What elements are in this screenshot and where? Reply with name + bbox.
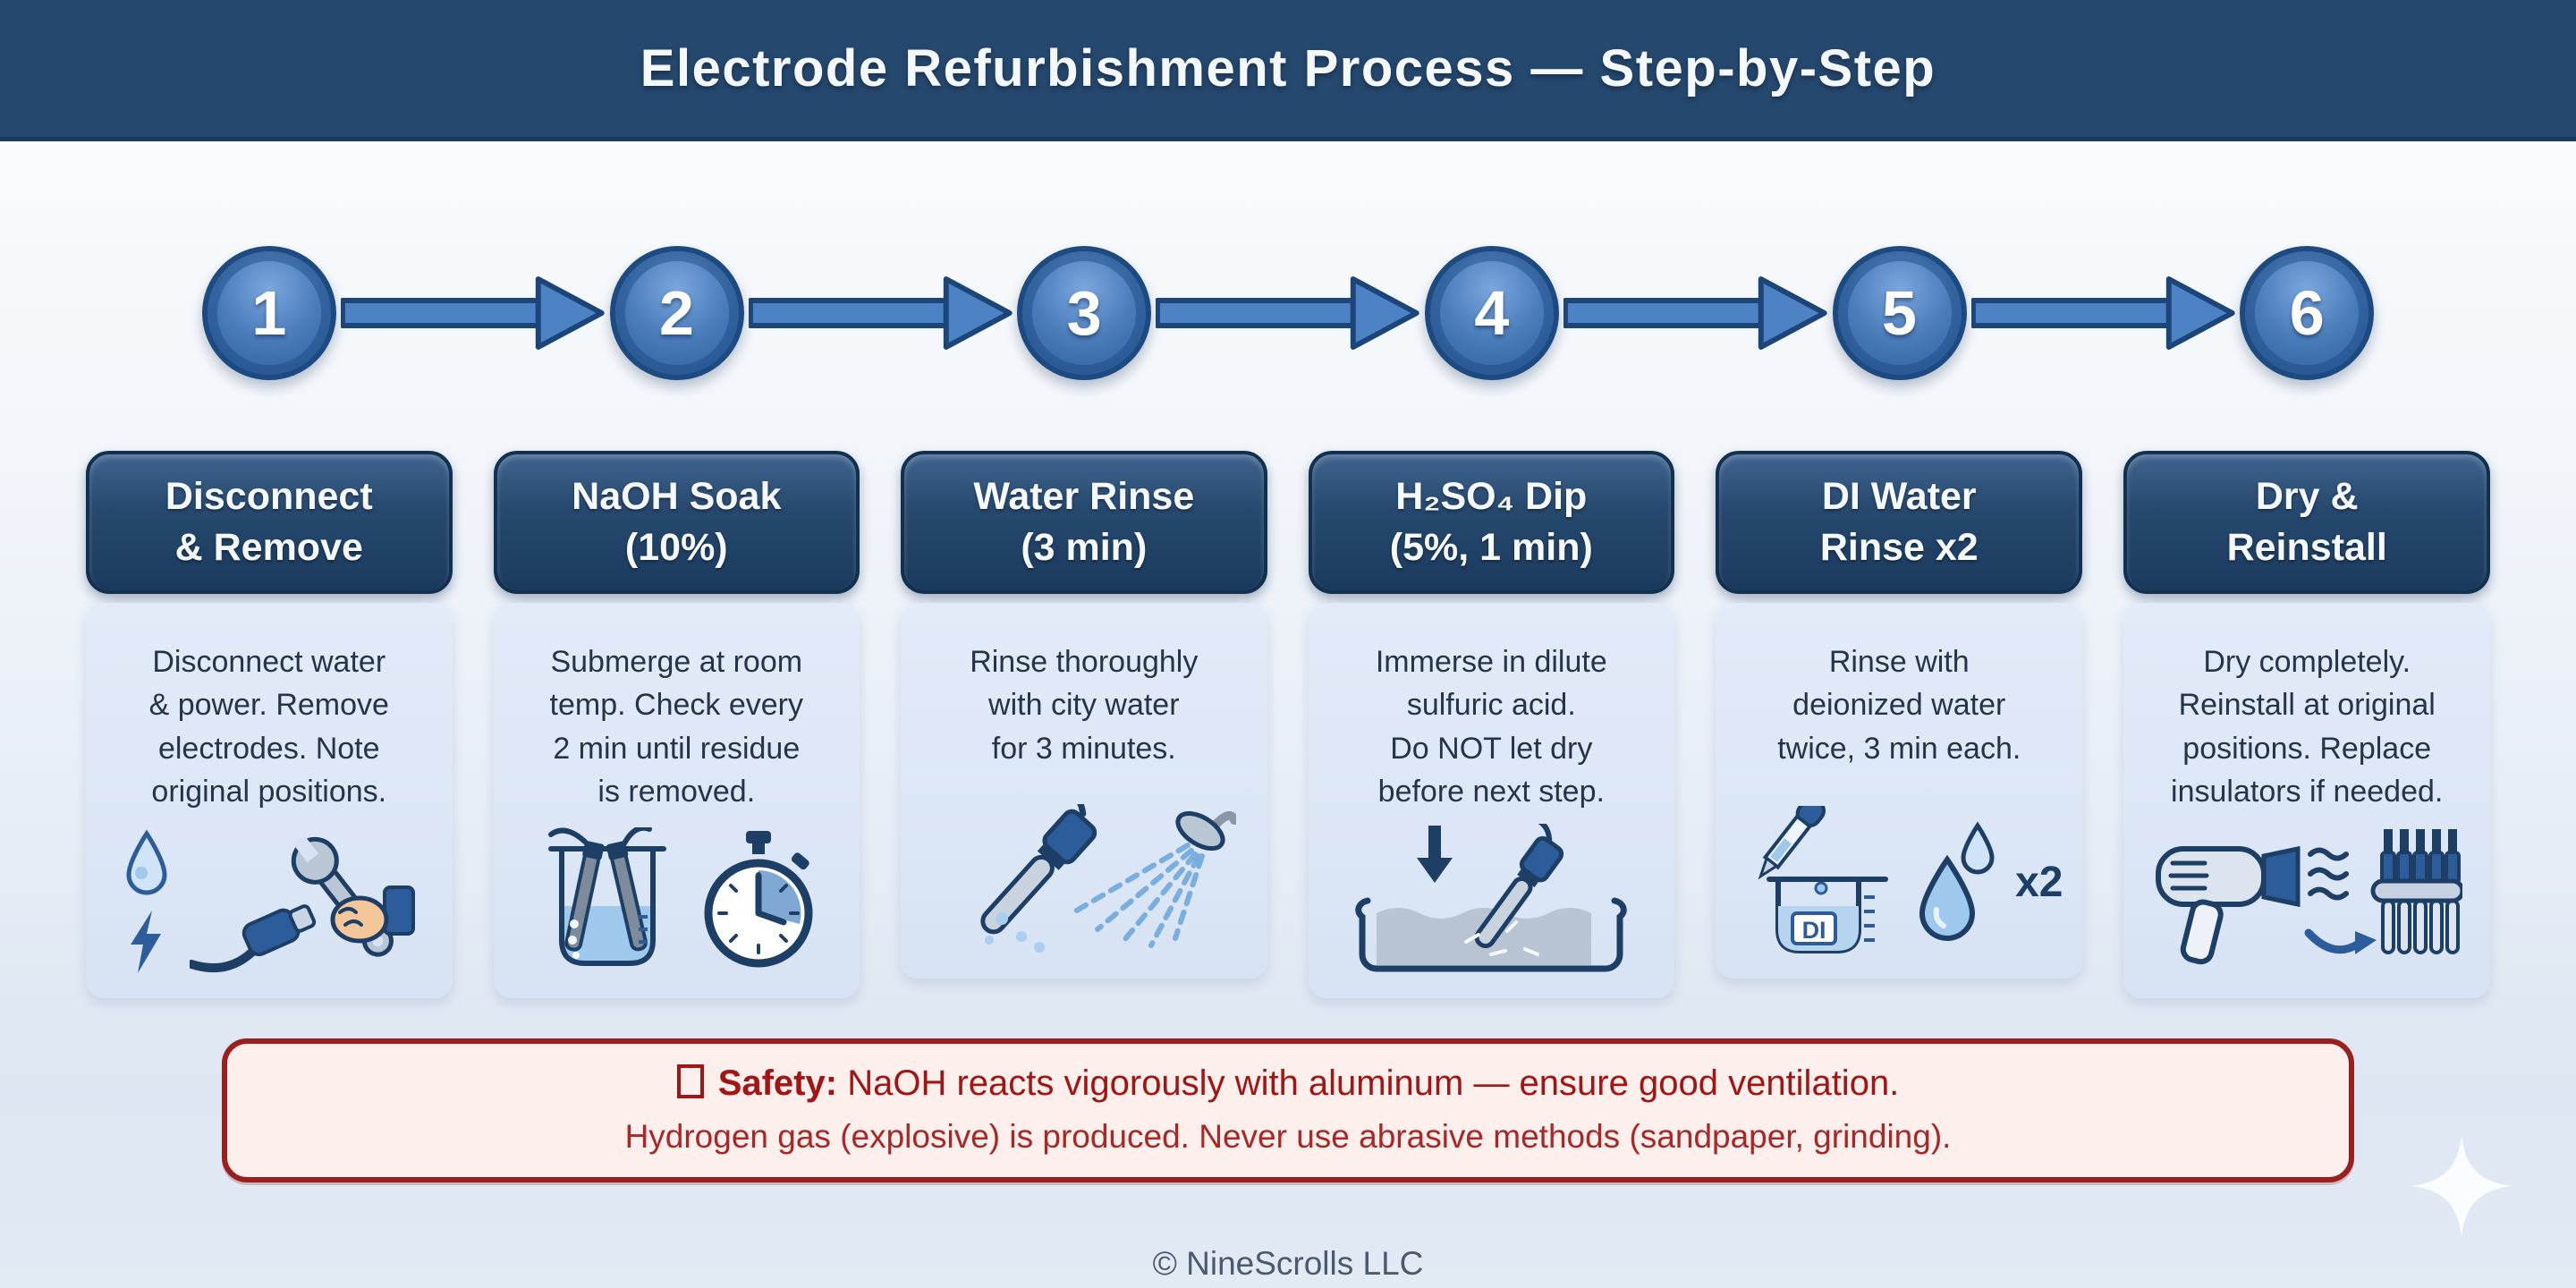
- step-description: Rinse with deionized water twice, 3 min …: [1777, 645, 2021, 766]
- beaker-electrodes-icon: [548, 826, 667, 966]
- title-bar: Electrode Refurbishment Process — Step-b…: [0, 0, 2576, 141]
- safety-text-1: NaOH reacts vigorously with aluminum — e…: [847, 1063, 1900, 1104]
- step-card-h2so4-dip: H₂SO₄ Dip (5%, 1 min) Immerse in dilute …: [1308, 451, 1675, 999]
- safety-warning-box: Safety: NaOH reacts vigorously with alum…: [222, 1038, 2354, 1183]
- step-title-line1: NaOH Soak: [572, 475, 782, 519]
- di-beaker-label: DI: [1801, 916, 1826, 944]
- step-title-line2: & Remove: [174, 526, 363, 569]
- step-card-dry-reinstall: Dry & Reinstall Dry completely. Reinstal…: [2123, 451, 2490, 999]
- flow-node-1: 1: [86, 243, 605, 383]
- step-card-header: Disconnect & Remove: [86, 451, 453, 594]
- flow-arrow-icon: [1156, 276, 1419, 350]
- sparkle-icon: [2411, 1136, 2512, 1236]
- step-card-header: Dry & Reinstall: [2123, 451, 2490, 594]
- step-description: Dry completely. Reinstall at original po…: [2171, 645, 2444, 809]
- step-icon-group: [118, 824, 420, 980]
- electrode-dip-basin-icon: [1355, 824, 1628, 972]
- step-number: 6: [2289, 278, 2325, 348]
- step-description: Disconnect water & power. Remove electro…: [148, 645, 389, 809]
- step-number: 1: [251, 278, 287, 348]
- step-title-line1: Disconnect: [165, 475, 373, 519]
- process-flow-row: 1 2 3 4 5 6: [0, 243, 2576, 383]
- di-beaker-dropper-icon: DI: [1735, 805, 1901, 960]
- stopwatch-icon: [704, 830, 813, 968]
- step-card-body: Rinse thoroughly with city water for 3 m…: [901, 603, 1267, 979]
- flow-arrow-icon: [1563, 276, 1827, 350]
- step-title-line2: (3 min): [1021, 526, 1148, 569]
- step-number-badge: 3: [1017, 246, 1152, 380]
- electrode-shower-spray-icon: [980, 804, 1236, 953]
- step-number: 2: [659, 278, 694, 348]
- flow-arrow-icon: [748, 276, 1013, 350]
- page-title: Electrode Refurbishment Process — Step-b…: [640, 39, 1936, 97]
- step-icon-group: [531, 824, 821, 980]
- step-number-badge: 2: [609, 246, 744, 380]
- flow-node-5: 5: [1716, 243, 2235, 383]
- step-number: 5: [1882, 278, 1917, 348]
- step-card-di-water-rinse: DI Water Rinse x2 Rinse with deionized w…: [1716, 451, 2083, 998]
- step-title-line1: Dry &: [2255, 475, 2359, 519]
- step-title-line2: (10%): [624, 526, 728, 569]
- step-description: Immerse in dilute sulfuric acid. Do NOT …: [1375, 645, 1607, 809]
- flow-node-4: 4: [1309, 243, 1827, 383]
- step-card-body: Submerge at room temp. Check every 2 min…: [493, 603, 860, 999]
- step-card-body: Disconnect water & power. Remove electro…: [86, 603, 453, 999]
- step-card-naoh-soak: NaOH Soak (10%) Submerge at room temp. C…: [493, 451, 860, 999]
- hair-dryer-rack-icon: [2156, 829, 2463, 965]
- step-title-line2: (5%, 1 min): [1389, 526, 1593, 569]
- step-icon-group: [932, 804, 1236, 961]
- step-card-header: NaOH Soak (10%): [493, 451, 860, 594]
- step-card-disconnect-remove: Disconnect & Remove Disconnect water & p…: [86, 451, 453, 999]
- step-icon-group: [1341, 824, 1641, 980]
- step-description: Submerge at room temp. Check every 2 min…: [549, 645, 803, 809]
- step-title-line1: H₂SO₄ Dip: [1395, 475, 1588, 519]
- step-title-line2: Reinstall: [2226, 526, 2387, 569]
- step-title-line2: Rinse x2: [1819, 526, 1979, 569]
- warning-placeholder-icon: [676, 1064, 704, 1099]
- step-number: 4: [1474, 278, 1510, 348]
- times-two-label: x2: [2015, 859, 2063, 906]
- flow-node-3: 3: [901, 243, 1419, 383]
- step-title-line1: DI Water: [1821, 475, 1977, 519]
- water-drops-icon: [1919, 820, 1995, 941]
- step-card-body: Rinse with deionized water twice, 3 min …: [1716, 603, 2083, 979]
- plug-and-hand-wrench-icon: [189, 835, 415, 973]
- step-number-badge: 5: [1832, 246, 1967, 380]
- step-number-badge: 4: [1424, 246, 1559, 380]
- step-card-header: H₂SO₄ Dip (5%, 1 min): [1308, 451, 1675, 594]
- safety-text-2: Hydrogen gas (explosive) is produced. Ne…: [624, 1118, 1952, 1156]
- flow-arrow-icon: [1970, 276, 2235, 350]
- safety-line-1: Safety: NaOH reacts vigorously with alum…: [281, 1063, 2295, 1104]
- safety-label: Safety:: [717, 1063, 838, 1104]
- water-drop-and-bolt-icon: [126, 829, 167, 974]
- step-icon-group: [2151, 824, 2463, 980]
- step-number-badge: 6: [2240, 246, 2375, 380]
- step-description: Rinse thoroughly with city water for 3 m…: [970, 645, 1199, 766]
- step-number: 3: [1066, 278, 1102, 348]
- copyright-footer: © NineScrolls LLC: [1152, 1245, 1424, 1283]
- step-card-body: Immerse in dilute sulfuric acid. Do NOT …: [1308, 603, 1675, 999]
- step-card-water-rinse: Water Rinse (3 min) Rinse thoroughly wit…: [901, 451, 1267, 998]
- step-card-header: Water Rinse (3 min): [901, 451, 1267, 594]
- flow-node-2: 2: [494, 243, 1013, 383]
- flow-node-6: 6: [2123, 243, 2490, 383]
- step-cards-row: Disconnect & Remove Disconnect water & p…: [0, 451, 2576, 999]
- step-card-header: DI Water Rinse x2: [1716, 451, 2083, 594]
- step-number-badge: 1: [201, 246, 336, 380]
- step-card-body: Dry completely. Reinstall at original po…: [2123, 603, 2490, 999]
- step-description-wrap: Rinse with deionized water twice, 3 min …: [1777, 640, 2021, 770]
- step-icon-group: DI x2: [1735, 804, 2063, 961]
- flow-arrow-icon: [340, 276, 605, 350]
- step-title-line1: Water Rinse: [973, 475, 1195, 519]
